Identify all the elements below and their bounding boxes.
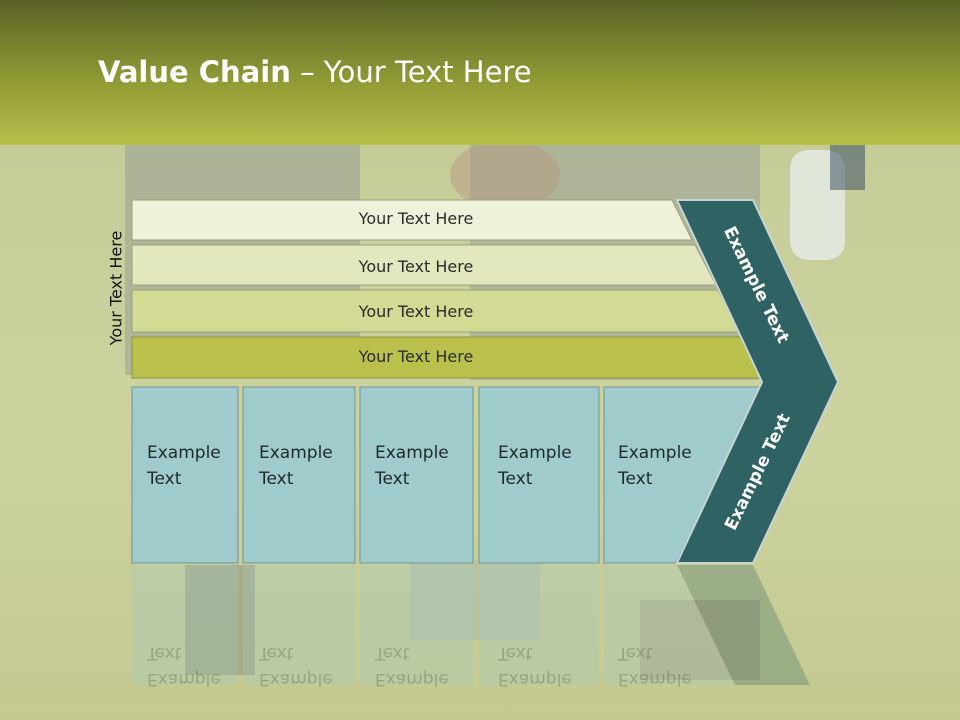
reflected-box-text-5: Example Text xyxy=(618,640,692,692)
box-reflection-3 xyxy=(360,565,473,685)
box-reflection-2 xyxy=(243,565,355,685)
box-reflection-4 xyxy=(479,565,599,685)
row-label-1: Your Text Here xyxy=(358,209,474,228)
reflected-box-text-1-line1: Example xyxy=(147,669,221,689)
reflected-box-text-3-line2: Text xyxy=(375,643,410,663)
box-text-2-line2: Text xyxy=(259,469,294,489)
page-title: Value Chain – Your Text Here xyxy=(98,55,532,89)
reflected-box-text-2-line1: Example xyxy=(259,669,333,689)
row-shape-1 xyxy=(131,199,693,241)
box-text-4-line2: Text xyxy=(498,469,533,489)
reflected-box-text-1: Example Text xyxy=(147,640,221,692)
header-bar xyxy=(0,0,960,145)
box-shape-3 xyxy=(359,386,474,564)
row-label-3: Your Text Here xyxy=(358,302,474,321)
side-label-text: Your Text Here xyxy=(106,230,126,346)
box-reflection-1 xyxy=(132,565,238,685)
box-text-2-line1: Example xyxy=(259,443,333,463)
reflected-box-text-2: Example Text xyxy=(259,640,333,692)
box-text-4-line1: Example xyxy=(498,443,572,463)
reflected-box-text-4: Example Text xyxy=(498,640,572,692)
row-label-2: Your Text Here xyxy=(358,257,474,276)
chevron-shape xyxy=(675,199,840,564)
chevron-reflection xyxy=(677,565,810,685)
reflection xyxy=(132,565,810,685)
box-shape-4 xyxy=(478,386,600,564)
reflected-box-text-4-line2: Text xyxy=(498,643,533,663)
reflected-box-text-2-line2: Text xyxy=(259,643,294,663)
box-shapes xyxy=(131,386,763,564)
row-label-4: Your Text Here xyxy=(358,347,474,366)
title-rest: – Your Text Here xyxy=(290,55,532,89)
box-text-1-line1: Example xyxy=(147,443,221,463)
reflected-box-text-5-line2: Text xyxy=(618,643,653,663)
reflected-box-text-5-line1: Example xyxy=(618,669,692,689)
box-text-3-line2: Text xyxy=(375,469,410,489)
reflected-box-text-4-line1: Example xyxy=(498,669,572,689)
row-shapes xyxy=(131,199,764,379)
box-shape-1 xyxy=(131,386,239,564)
reflected-box-text-3: Example Text xyxy=(375,640,449,692)
box-reflection-5 xyxy=(604,565,735,685)
box-text-1-line2: Text xyxy=(147,469,182,489)
reflected-box-text-1-line2: Text xyxy=(147,643,182,663)
box-text-5-line1: Example xyxy=(618,443,692,463)
box-text-3-line1: Example xyxy=(375,443,449,463)
box-text-5-line2: Text xyxy=(618,469,653,489)
title-bold: Value Chain xyxy=(98,55,291,89)
reflected-box-text-3-line1: Example xyxy=(375,669,449,689)
box-shape-2 xyxy=(242,386,356,564)
